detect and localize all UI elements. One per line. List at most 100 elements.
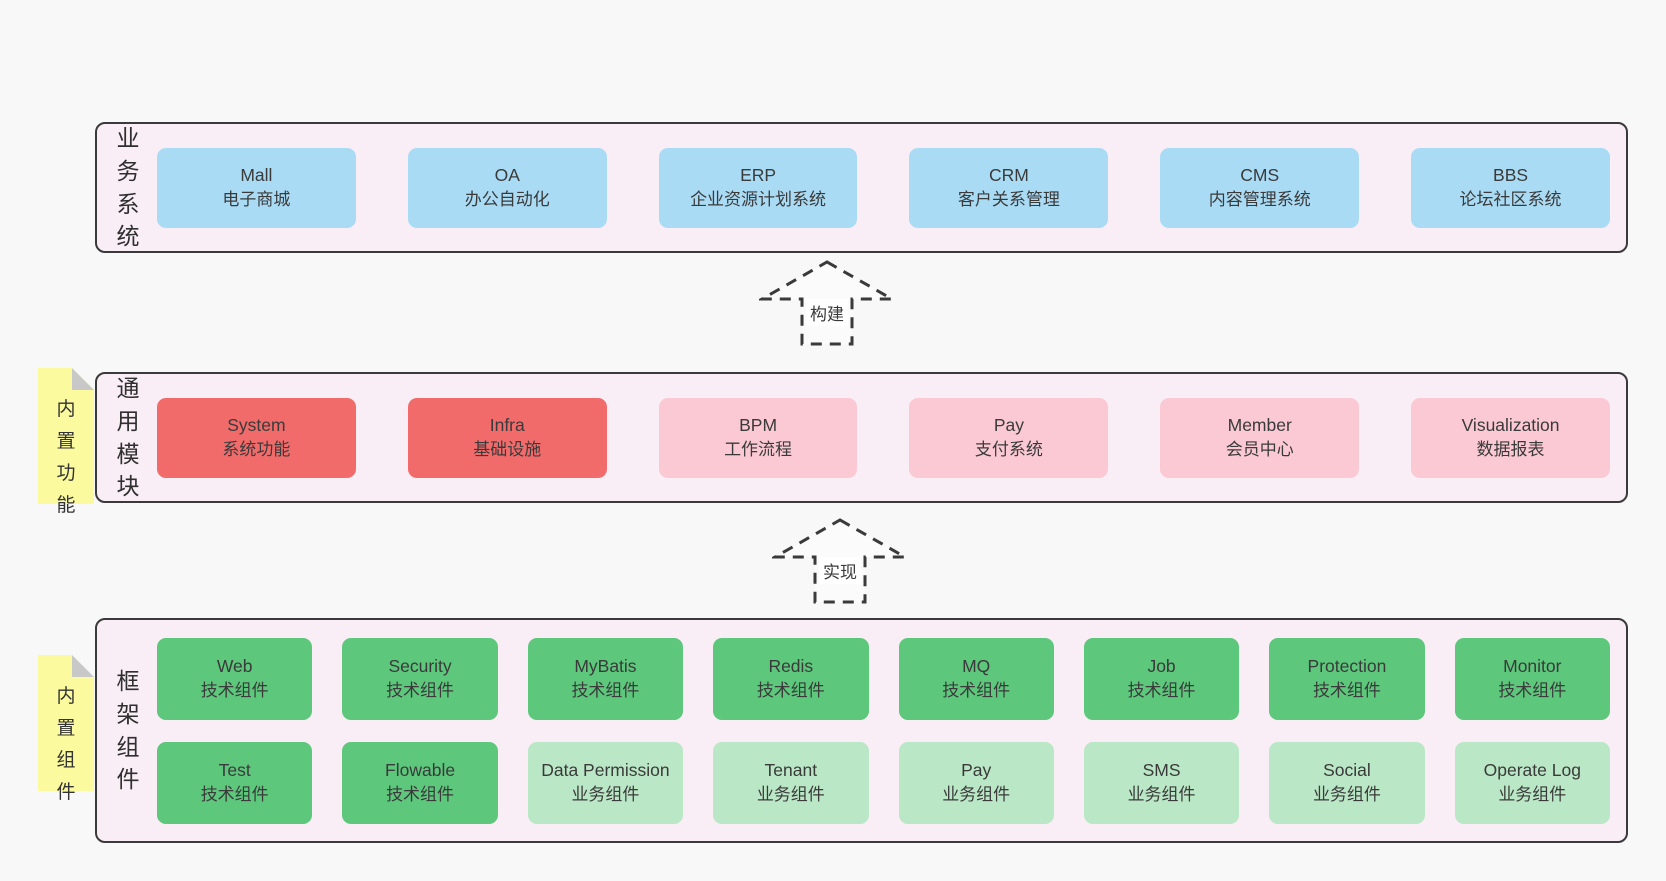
module-box-security: Security 技术组件 (342, 637, 498, 720)
module-title: CRM (988, 165, 1029, 186)
module-grid: Mall 电子商城 OA 办公自动化 ERP 企业资源计划系统 CRM 客户关系管理 CMS 内容… (157, 147, 1610, 228)
module-box-member: Member 会员中心 (1160, 397, 1360, 478)
module-box-system: System 系统功能 (157, 397, 356, 478)
module-box-data-permission: Data Permission 业务组件 (527, 741, 684, 824)
module-box-crm: CRM 客户关系管理 (909, 147, 1109, 228)
module-title: Protection (1307, 656, 1387, 677)
module-box-social: Social 业务组件 (1269, 741, 1425, 824)
module-title: BPM (739, 415, 778, 436)
module-title: Mall (240, 165, 273, 186)
module-subtitle: 技术组件 (571, 680, 640, 700)
section-label: 通用模块 (116, 375, 140, 500)
arrow-label: 构建 (806, 299, 848, 326)
module-box-web: Web 技术组件 (157, 637, 313, 720)
module-subtitle: 企业资源计划系统 (690, 189, 827, 209)
module-subtitle: 技术组件 (200, 680, 269, 700)
module-box-pay: Pay 业务组件 (898, 741, 1054, 824)
module-title: Pay (993, 415, 1024, 436)
module-title: Operate Log (1483, 760, 1581, 781)
module-subtitle: 技术组件 (200, 784, 269, 804)
sticky-note-label: 内置功能 (56, 399, 76, 516)
section-label: 业务系统 (116, 125, 140, 250)
module-title: Data Permission (541, 760, 670, 781)
module-box-erp: ERP 企业资源计划系统 (658, 147, 858, 228)
arrow-build: 构建 (759, 259, 895, 347)
module-title: Member (1227, 415, 1292, 436)
module-title: Web (216, 656, 253, 677)
module-subtitle: 数据报表 (1476, 439, 1545, 459)
module-subtitle: 工作流程 (724, 439, 793, 459)
module-box-oa: OA 办公自动化 (407, 147, 607, 228)
module-box-test: Test 技术组件 (157, 741, 313, 824)
module-subtitle: 业务组件 (1127, 784, 1196, 804)
sticky-note-label: 内置组件 (56, 686, 76, 803)
module-row: Test 技术组件 Flowable 技术组件 Data Permission 业务组件 T… (157, 741, 1610, 824)
module-subtitle: 业务组件 (1312, 784, 1381, 804)
arrow-implement: 实现 (772, 517, 908, 605)
module-subtitle: 会员中心 (1225, 439, 1294, 459)
module-subtitle: 客户关系管理 (957, 189, 1060, 209)
module-box-job: Job 技术组件 (1083, 637, 1240, 720)
module-box-mall: Mall 电子商城 (157, 147, 356, 228)
module-title: Flowable (385, 760, 456, 781)
module-title: Visualization (1461, 415, 1560, 436)
module-title: Redis (768, 656, 814, 677)
module-box-protection: Protection 技术组件 (1269, 637, 1425, 720)
sticky-note-builtin-features: 内置功能 (38, 368, 94, 516)
module-subtitle: 基础设施 (473, 439, 542, 459)
module-subtitle: 支付系统 (974, 439, 1043, 459)
module-box-flowable: Flowable 技术组件 (342, 741, 498, 824)
module-subtitle: 系统功能 (222, 439, 291, 459)
module-subtitle: 业务组件 (942, 784, 1011, 804)
module-subtitle: 技术组件 (386, 784, 455, 804)
module-row: Mall 电子商城 OA 办公自动化 ERP 企业资源计划系统 CRM 客户关系管理 CMS 内容… (157, 147, 1610, 228)
section-business-systems: 业务系统 Mall 电子商城 OA 办公自动化 ERP 企业资源计划系统 CRM 客户关系管理… (95, 122, 1628, 253)
module-subtitle: 技术组件 (1127, 680, 1196, 700)
module-title: Tenant (764, 760, 818, 781)
module-title: Social (1323, 760, 1371, 781)
module-box-bbs: BBS 论坛社区系统 (1411, 147, 1610, 228)
module-subtitle: 电子商城 (222, 189, 291, 209)
module-title: OA (494, 165, 520, 186)
module-subtitle: 技术组件 (1498, 680, 1567, 700)
module-subtitle: 内容管理系统 (1208, 189, 1311, 209)
module-box-sms: SMS 业务组件 (1083, 741, 1240, 824)
module-title: CMS (1240, 165, 1280, 186)
module-box-bpm: BPM 工作流程 (658, 397, 858, 478)
module-title: Monitor (1503, 656, 1562, 677)
module-title: Test (218, 760, 251, 781)
module-box-pay: Pay 支付系统 (909, 397, 1109, 478)
module-subtitle: 技术组件 (942, 680, 1011, 700)
module-subtitle: 业务组件 (571, 784, 640, 804)
module-title: BBS (1493, 165, 1529, 186)
module-box-cms: CMS 内容管理系统 (1160, 147, 1360, 228)
module-box-monitor: Monitor 技术组件 (1454, 637, 1610, 720)
arrow-label: 实现 (819, 557, 861, 584)
sticky-note-builtin-components: 内置组件 (38, 655, 94, 803)
module-title: Job (1147, 656, 1176, 677)
module-subtitle: 技术组件 (1312, 680, 1381, 700)
module-subtitle: 论坛社区系统 (1459, 189, 1562, 209)
module-box-visualization: Visualization 数据报表 (1411, 397, 1610, 478)
module-title: System (227, 415, 286, 436)
module-title: SMS (1142, 760, 1181, 781)
module-subtitle: 技术组件 (386, 680, 455, 700)
module-title: ERP (740, 165, 777, 186)
module-title: Pay (961, 760, 992, 781)
module-title: Security (388, 656, 452, 677)
section-label: 框架组件 (116, 668, 140, 793)
module-subtitle: 办公自动化 (464, 189, 550, 209)
